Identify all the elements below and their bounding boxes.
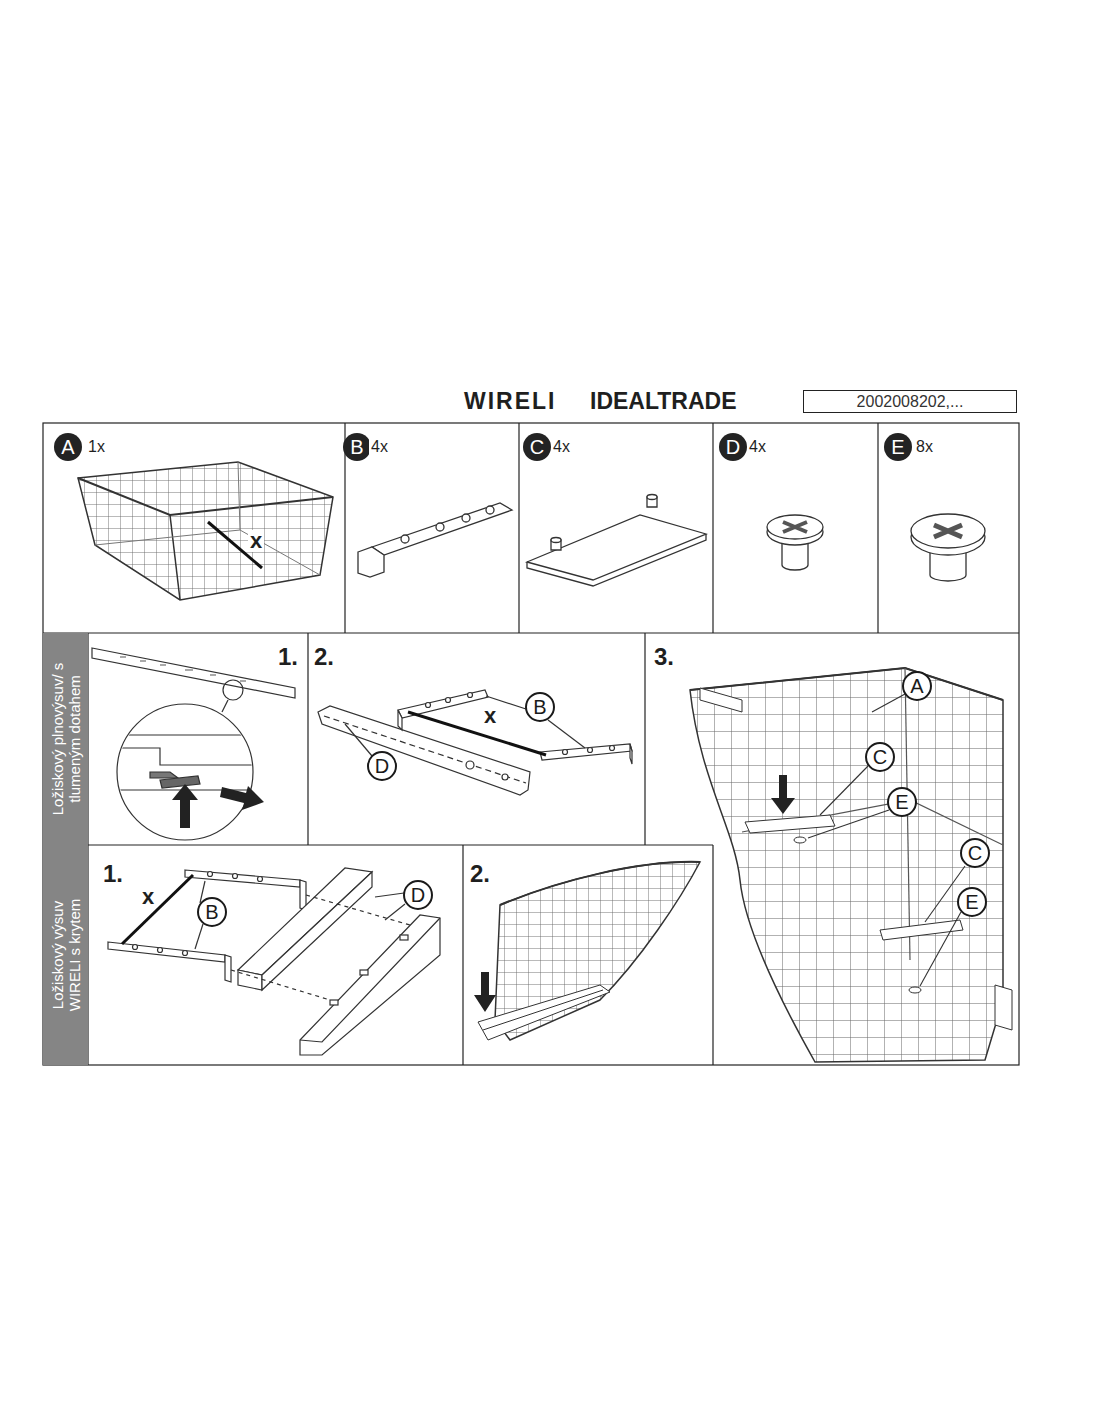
part-letter-circle: D bbox=[367, 751, 397, 781]
part-letter-circle: B bbox=[343, 433, 371, 461]
step-number: 1. bbox=[276, 645, 300, 669]
basket-on-rail bbox=[474, 862, 700, 1040]
dimension-mark: x bbox=[248, 530, 264, 552]
step-number: 1. bbox=[101, 862, 125, 886]
dimension-mark: x bbox=[482, 705, 498, 727]
part-letter-circle: D bbox=[403, 880, 433, 910]
side-band: Ložiskový plnovýsuv/ s tlumeným dotahem bbox=[43, 633, 88, 845]
part-letter: C bbox=[530, 437, 544, 457]
part-letter: E bbox=[891, 437, 904, 457]
part-letter-circle: B bbox=[525, 692, 555, 722]
part-letter: D bbox=[726, 437, 740, 457]
part-letter-circle: E bbox=[887, 787, 917, 817]
code-text: 2002008202,... bbox=[857, 393, 964, 411]
part-letter: D bbox=[411, 885, 425, 905]
quantity: 4x bbox=[747, 439, 768, 455]
bracket-part bbox=[358, 503, 512, 577]
side-band: Ložiskový výsuv WIRELI s krytem bbox=[43, 845, 88, 1065]
part-letter: D bbox=[375, 756, 389, 776]
quantity: 8x bbox=[914, 439, 935, 455]
part-letter: B bbox=[350, 437, 363, 457]
screw-part bbox=[911, 514, 985, 581]
plate-part bbox=[527, 495, 706, 587]
quantity: 4x bbox=[369, 439, 390, 455]
part-letter: A bbox=[61, 437, 74, 457]
part-letter: E bbox=[965, 892, 978, 912]
rail-bracket-assembly bbox=[318, 690, 632, 795]
step-number: 3. bbox=[652, 645, 676, 669]
quantity: 4x bbox=[551, 439, 572, 455]
part-letter-circle: A bbox=[902, 671, 932, 701]
dimension-mark: x bbox=[140, 886, 156, 908]
part-letter: B bbox=[205, 902, 218, 922]
part-letter: C bbox=[968, 843, 982, 863]
band-text: Ložiskový výsuv WIRELI s krytem bbox=[48, 880, 83, 1030]
brand-logo: IDEALTRADE bbox=[588, 390, 739, 413]
bracket-rail-assembly bbox=[108, 868, 440, 1055]
part-letter-circle: D bbox=[719, 433, 747, 461]
basket-part bbox=[78, 462, 333, 600]
quantity: 1x bbox=[86, 439, 107, 455]
panel-grid bbox=[43, 423, 1019, 1065]
step-number: 2. bbox=[468, 862, 492, 886]
band-text: Ložiskový plnovýsuv/ s tlumeným dotahem bbox=[48, 644, 83, 834]
part-letter-circle: B bbox=[197, 897, 227, 927]
part-letter: E bbox=[895, 792, 908, 812]
rail-detail bbox=[92, 648, 295, 840]
part-letter-circle: C bbox=[523, 433, 551, 461]
part-letter-circle: C bbox=[865, 742, 895, 772]
part-letter-circle: E bbox=[884, 433, 912, 461]
part-letter: B bbox=[533, 697, 546, 717]
basket-assembly bbox=[690, 668, 1012, 1062]
part-letter-circle: C bbox=[960, 838, 990, 868]
part-letter-circle: A bbox=[54, 433, 82, 461]
part-letter-circle: E bbox=[957, 887, 987, 917]
code-box: 2002008202,... bbox=[803, 390, 1017, 413]
part-letter: C bbox=[873, 747, 887, 767]
part-letter: A bbox=[910, 676, 923, 696]
screw-part bbox=[767, 515, 823, 570]
brand-logo: WIRELI bbox=[462, 390, 559, 413]
step-number: 2. bbox=[312, 645, 336, 669]
